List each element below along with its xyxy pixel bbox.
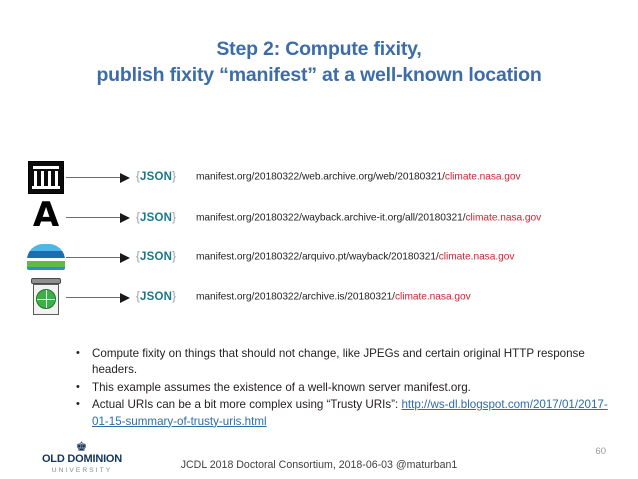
bullet-item-1: Compute fixity on things that should not… xyxy=(72,345,612,379)
brace-close: } xyxy=(172,291,177,303)
diagram-row: {JSON} manifest.org/20180322/web.archive… xyxy=(0,156,638,198)
brace-open: { xyxy=(136,251,141,263)
json-badge: {JSON} xyxy=(136,212,176,224)
trusty-uris-link[interactable]: http://ws-dl.blogspot.com/2017/01/2017-0… xyxy=(92,398,608,428)
json-label: JSON xyxy=(140,171,173,183)
ia-base-shape xyxy=(32,185,60,189)
manifest-uri: manifest.org/20180322/wayback.archive-it… xyxy=(196,213,541,224)
jar-lid-shape xyxy=(31,278,61,284)
manifest-uri: manifest.org/20180322/arquivo.pt/wayback… xyxy=(196,252,514,263)
page-title-line-2: publish fixity “manifest” at a well-know… xyxy=(96,64,542,86)
brace-open: { xyxy=(136,291,141,303)
footer-conference-text: JCDL 2018 Doctoral Consortium, 2018-06-0… xyxy=(180,459,458,471)
diagram-row: A {JSON} manifest.org/20180322/wayback.a… xyxy=(0,196,638,238)
diagram-row: {JSON} manifest.org/20180322/arquivo.pt/… xyxy=(0,236,638,278)
odu-logo: ♚ OLD DOMINION UNIVERSITY xyxy=(22,440,142,476)
archive-it-icon: A xyxy=(29,196,63,234)
manifest-uri-prefix: manifest.org/20180322/web.archive.org/we… xyxy=(196,171,445,183)
manifest-diagram: {JSON} manifest.org/20180322/web.archive… xyxy=(0,152,638,332)
json-label: JSON xyxy=(140,251,173,263)
arquivo-pt-icon xyxy=(27,244,65,270)
brace-open: { xyxy=(136,171,141,183)
json-label: JSON xyxy=(140,212,173,224)
manifest-uri: manifest.org/20180322/web.archive.org/we… xyxy=(196,172,521,183)
brace-open: { xyxy=(136,212,141,224)
diagram-row: {JSON} manifest.org/20180322/archive.is/… xyxy=(0,276,638,318)
page-title-line-1: Step 2: Compute fixity, xyxy=(216,38,422,60)
archive-it-logo: A xyxy=(24,196,68,238)
manifest-uri-host: climate.nasa.gov xyxy=(444,171,521,183)
bullet-item-2: This example assumes the existence of a … xyxy=(72,379,612,396)
json-label: JSON xyxy=(140,291,173,303)
crown-icon: ♚ xyxy=(75,439,89,454)
internet-archive-icon xyxy=(28,160,64,194)
internet-archive-logo xyxy=(24,156,68,198)
odu-logo-subtitle: UNIVERSITY xyxy=(51,467,113,474)
json-badge: {JSON} xyxy=(136,291,176,303)
arquivo-pt-logo xyxy=(24,236,68,278)
bullet-item-3: Actual URIs can be a bit more complex us… xyxy=(72,396,612,430)
page-number: 60 xyxy=(595,446,606,457)
flow-arrow-icon xyxy=(66,251,132,263)
flow-arrow-icon xyxy=(66,291,132,303)
ia-roof-shape xyxy=(33,165,59,169)
json-badge: {JSON} xyxy=(136,171,176,183)
odu-logo-name: OLD DOMINION xyxy=(41,453,123,465)
globe-icon xyxy=(36,289,56,309)
bullet-list: Compute fixity on things that should not… xyxy=(72,345,612,431)
manifest-uri-prefix: manifest.org/20180322/arquivo.pt/wayback… xyxy=(196,251,439,263)
brace-close: } xyxy=(172,251,177,263)
manifest-uri-host: climate.nasa.gov xyxy=(438,251,515,263)
archive-is-logo xyxy=(24,276,68,318)
bullet-item-3-text: Actual URIs can be a bit more complex us… xyxy=(92,398,402,412)
manifest-uri: manifest.org/20180322/archive.is/2018032… xyxy=(196,292,471,303)
flow-arrow-icon xyxy=(66,171,132,183)
brace-close: } xyxy=(172,171,177,183)
brace-close: } xyxy=(172,212,177,224)
ia-columns-shape xyxy=(34,170,58,187)
manifest-uri-prefix: manifest.org/20180322/archive.is/2018032… xyxy=(196,291,395,303)
manifest-uri-prefix: manifest.org/20180322/wayback.archive-it… xyxy=(196,212,466,224)
manifest-uri-host: climate.nasa.gov xyxy=(465,212,542,224)
archive-is-icon xyxy=(30,278,62,316)
archive-it-a-glyph: A xyxy=(32,195,60,235)
page-title: Step 2: Compute fixity, publish fixity “… xyxy=(0,36,638,88)
flow-arrow-icon xyxy=(66,211,132,223)
json-badge: {JSON} xyxy=(136,251,176,263)
manifest-uri-host: climate.nasa.gov xyxy=(394,291,471,303)
